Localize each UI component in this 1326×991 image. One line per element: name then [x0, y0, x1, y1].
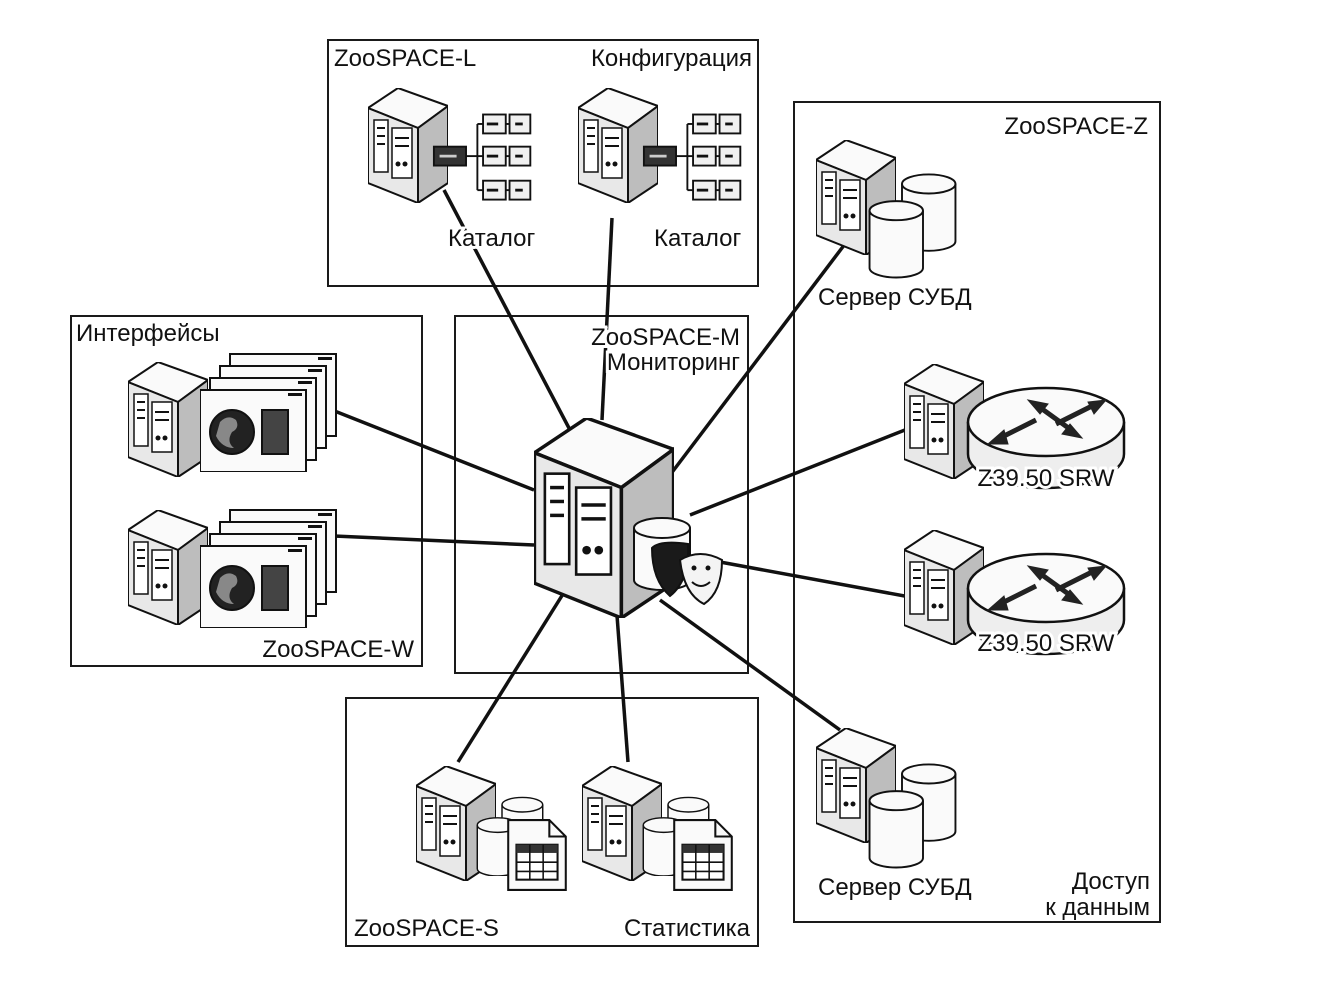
link-web-2 [333, 534, 535, 547]
interfaces-title: Интерфейсы [76, 320, 220, 347]
theater-masks-icon [650, 541, 724, 606]
server-icon [128, 510, 208, 625]
table-document-icon [507, 819, 567, 891]
interfaces-box [70, 315, 423, 667]
db-server-label-1: Сервер СУБД [818, 284, 972, 311]
zoospace-m-title: ZooSPACE-M [591, 324, 740, 351]
zoospace-z-box [793, 101, 1161, 923]
link-srw-2 [719, 560, 911, 599]
data-access-label-2: к данным [1045, 894, 1150, 921]
srw-label-2: Z39.50 SRW [978, 630, 1115, 657]
server-icon [128, 362, 208, 477]
table-document-icon [673, 819, 733, 891]
link-catalog-1 [442, 189, 572, 431]
catalog-label-2: Каталог [654, 225, 741, 252]
link-srw-1 [689, 426, 911, 517]
link-stats-s [456, 585, 570, 763]
link-stats [614, 601, 630, 763]
catalog-label-1: Каталог [448, 225, 535, 252]
zoospace-l-box [327, 39, 759, 287]
link-db-server-2 [658, 598, 842, 732]
configuration-label: Конфигурация [591, 45, 752, 72]
monitoring-label: Мониторинг [607, 349, 740, 376]
browser-window-icon [200, 509, 337, 628]
statistics-label: Статистика [624, 915, 751, 942]
data-access-label-1: Доступ [1072, 868, 1150, 895]
zoospace-w-label: ZooSPACE-W [262, 636, 414, 663]
catalog-tree-icon [432, 113, 532, 202]
db-server-label-2: Сервер СУБД [818, 874, 972, 901]
zoospace-s-box [345, 697, 759, 947]
link-db-server-1 [668, 238, 850, 477]
server-icon [578, 88, 658, 203]
catalog-tree-icon [642, 113, 742, 202]
zoospace-s-title: ZooSPACE-S [354, 915, 499, 942]
zoospace-m-box [454, 315, 749, 674]
connections [331, 189, 911, 763]
link-web-1 [331, 408, 535, 492]
link-catalog-2 [600, 217, 614, 421]
server-icon [368, 88, 448, 203]
browser-window-icon [200, 353, 337, 472]
zoospace-z-title: ZooSPACE-Z [1004, 113, 1148, 140]
zoospace-l-title: ZooSPACE-L [334, 45, 476, 72]
srw-label-1: Z39.50 SRW [978, 465, 1115, 492]
